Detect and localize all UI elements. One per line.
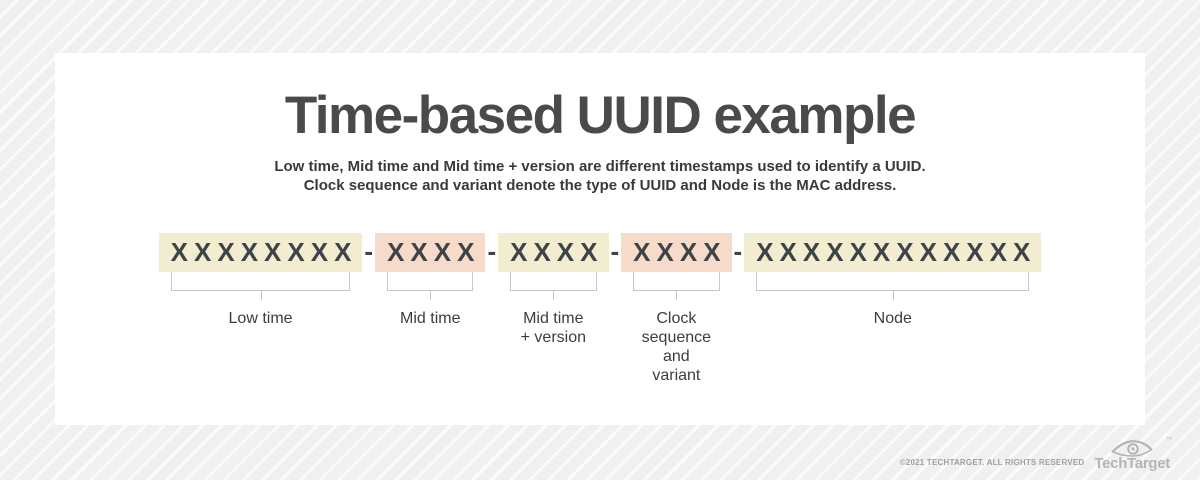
segment-box-node: XXXXXXXXXXXX <box>744 233 1042 272</box>
uuid-separator: - <box>610 236 620 266</box>
page-title: Time-based UUID example <box>284 86 917 145</box>
bracket-mid-time-version <box>510 272 597 300</box>
uuid-segment-mid-time: XXXX Mid time <box>375 233 486 328</box>
segment-box-clock-sequence: XXXX <box>621 233 732 272</box>
bracket-tick <box>676 290 678 300</box>
bracket-node <box>756 272 1030 300</box>
uuid-diagram: XXXXXXXX Low time - XXXX Mid time - XXXX… <box>55 233 1145 385</box>
bracket-mid-time <box>387 272 474 300</box>
uuid-segment-node: XXXXXXXXXXXX Node <box>744 233 1042 328</box>
segment-label-clock-sequence: Clock sequence and variant <box>641 310 712 384</box>
subtitle-line-2: Clock sequence and variant denote the ty… <box>303 177 897 194</box>
segment-label-mid-time: Mid time <box>400 310 461 327</box>
uuid-separator: - <box>364 236 374 266</box>
segment-label-low-time: Low time <box>228 310 293 327</box>
uuid-segment-clock-sequence: XXXX Clock sequence and variant <box>621 233 732 385</box>
logo-text: TechTarget <box>1094 455 1170 472</box>
segment-label-mid-time-version: Mid time + version <box>520 310 586 346</box>
bracket-tick <box>553 290 555 300</box>
uuid-segment-low-time: XXXXXXXX Low time <box>158 233 363 328</box>
copyright-text: ©2021 TECHTARGET. ALL RIGHTS RESERVED <box>899 458 1085 467</box>
uuid-segment-mid-time-version: XXXX Mid time + version <box>498 233 609 347</box>
bracket-tick <box>430 290 432 300</box>
bracket-low-time <box>170 272 351 300</box>
trademark-symbol: ™ <box>1166 437 1172 443</box>
subtitle-line-1: Low time, Mid time and Mid time + versio… <box>274 158 926 175</box>
segment-box-mid-time: XXXX <box>375 233 486 272</box>
techtarget-logo: ™ TechTarget <box>1094 437 1172 472</box>
bracket-clock-sequence <box>633 272 720 300</box>
subtitle: Low time, Mid time and Mid time + versio… <box>55 157 1145 195</box>
segment-box-mid-time-version: XXXX <box>498 233 609 272</box>
footer: ©2021 TECHTARGET. ALL RIGHTS RESERVED ™ … <box>899 437 1172 472</box>
segment-box-low-time: XXXXXXXX <box>158 233 363 272</box>
uuid-separator: - <box>487 236 497 266</box>
infographic-card: Time-based UUID example Low time, Mid ti… <box>55 53 1145 425</box>
eye-icon <box>1111 440 1153 457</box>
bracket-tick <box>892 290 894 300</box>
segment-label-node: Node <box>873 310 912 327</box>
bracket-tick <box>260 290 262 300</box>
uuid-separator: - <box>733 236 743 266</box>
